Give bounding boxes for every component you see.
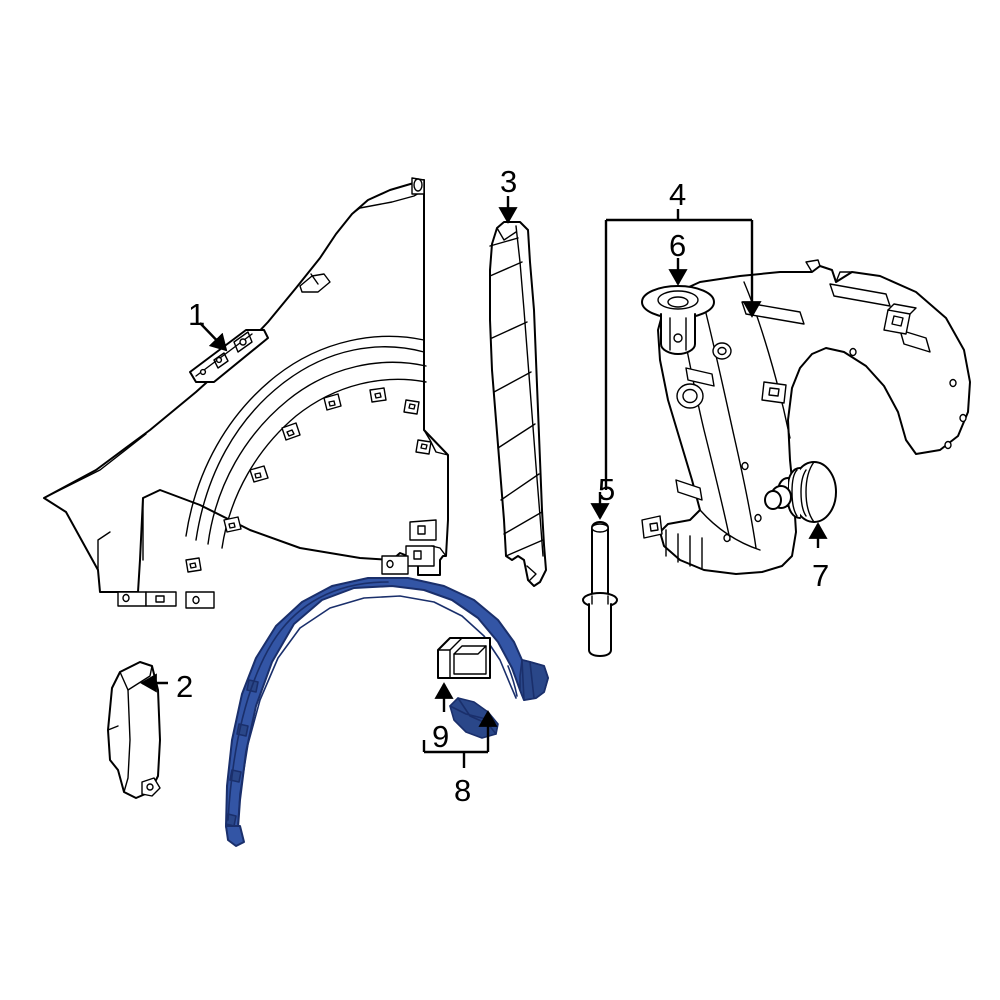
callout-leaders (140, 196, 828, 768)
callout-label-7[interactable]: 7 (812, 558, 830, 593)
part-fender-end-cap-filler[interactable] (107, 661, 161, 799)
callout-label-2[interactable]: 2 (176, 669, 194, 704)
callout-label-6[interactable]: 6 (669, 228, 687, 263)
callout-label-3[interactable]: 3 (500, 164, 518, 199)
callout-label-4[interactable]: 4 (669, 177, 687, 212)
part-wheel-arch-molding-highlighted[interactable] (225, 577, 549, 847)
part-fender-liner-rivet-pin[interactable] (582, 521, 618, 657)
part-fender-liner-push-pin-clip[interactable] (764, 461, 837, 523)
callout-label-9[interactable]: 9 (432, 719, 450, 754)
callout-label-1[interactable]: 1 (188, 297, 206, 332)
part-wheel-arch-molding-retainer-clip[interactable] (437, 637, 491, 679)
part-fender-upper-mounting-bracket[interactable] (189, 329, 269, 383)
callout-label-8[interactable]: 8 (454, 773, 472, 808)
part-front-fender-panel[interactable] (43, 177, 449, 609)
part-fender-liner-grommet[interactable] (641, 285, 715, 355)
part-fender-vertical-reinforcement[interactable] (489, 221, 547, 587)
part-front-inner-fender-liner[interactable] (641, 259, 971, 575)
leader-1 (199, 322, 228, 352)
fender-arch-clips (185, 387, 432, 573)
callout-label-5[interactable]: 5 (598, 472, 616, 507)
